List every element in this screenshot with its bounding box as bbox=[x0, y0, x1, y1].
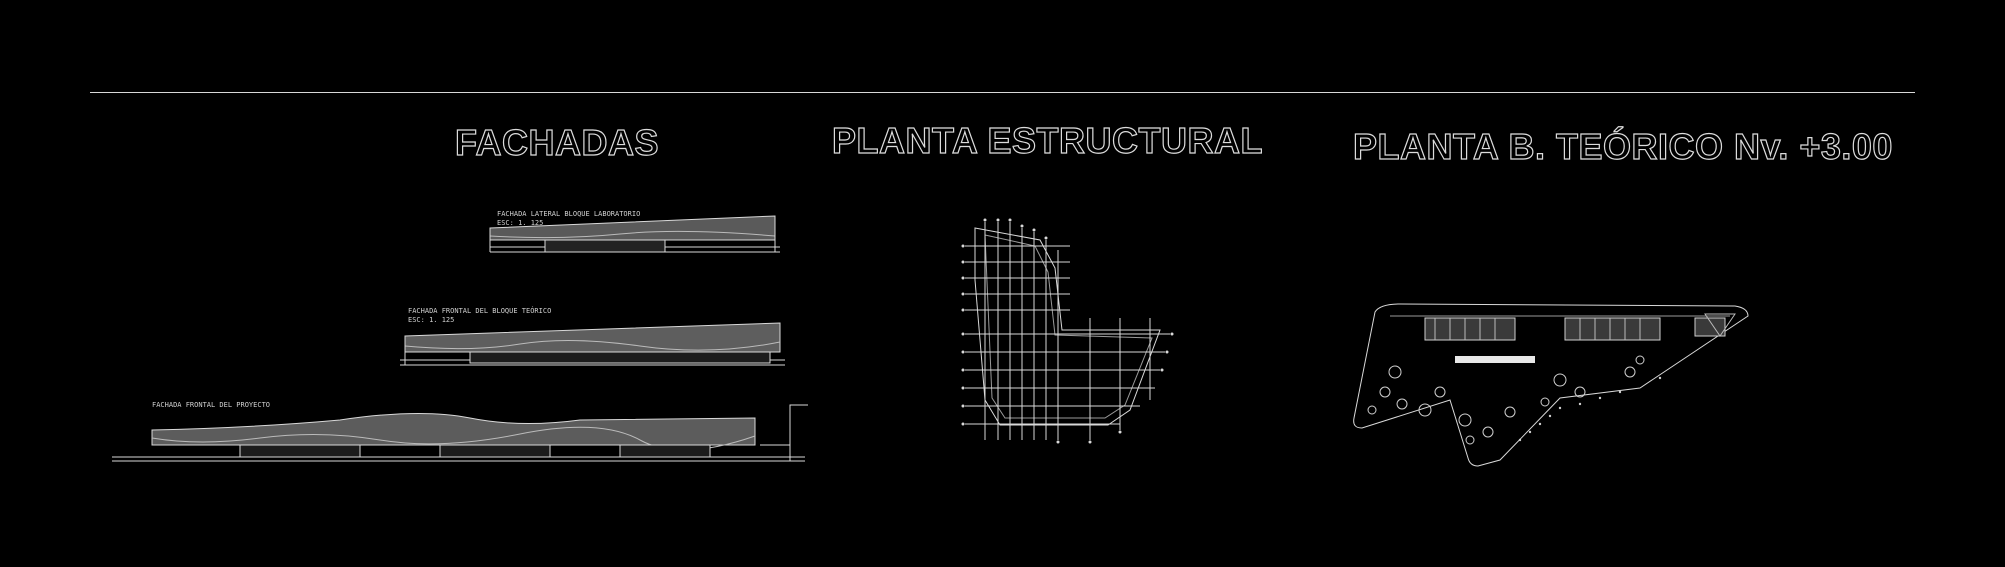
title-fachadas: FACHADAS bbox=[454, 121, 660, 163]
elevation-laboratorio-drawing bbox=[489, 215, 780, 253]
elevation-label-proyecto: FACHADA FRONTAL DEL PROYECTO bbox=[152, 401, 271, 409]
structural-plan-drawing bbox=[961, 218, 1174, 444]
elevation-label-laboratorio: FACHADA LATERAL BLOQUE LABORATORIO bbox=[497, 210, 641, 218]
sheet-border-line bbox=[90, 92, 1915, 93]
elevation-label-teorico: FACHADA FRONTAL DEL BLOQUE TEÓRICO bbox=[408, 307, 552, 315]
title-planta-teorico: PLANTA B. TEÓRICO Nv. +3.00 bbox=[1352, 125, 1893, 167]
elevation-proyecto-drawing bbox=[112, 404, 808, 462]
floor-plan-drawing bbox=[1353, 303, 1749, 467]
elevation-scale-teorico: ESC: 1. 125 bbox=[408, 316, 455, 324]
title-planta-estructural: PLANTA ESTRUCTURAL bbox=[831, 119, 1263, 161]
elevation-teorico-drawing bbox=[400, 322, 785, 366]
elevation-scale-laboratorio: ESC: 1. 125 bbox=[497, 219, 544, 227]
